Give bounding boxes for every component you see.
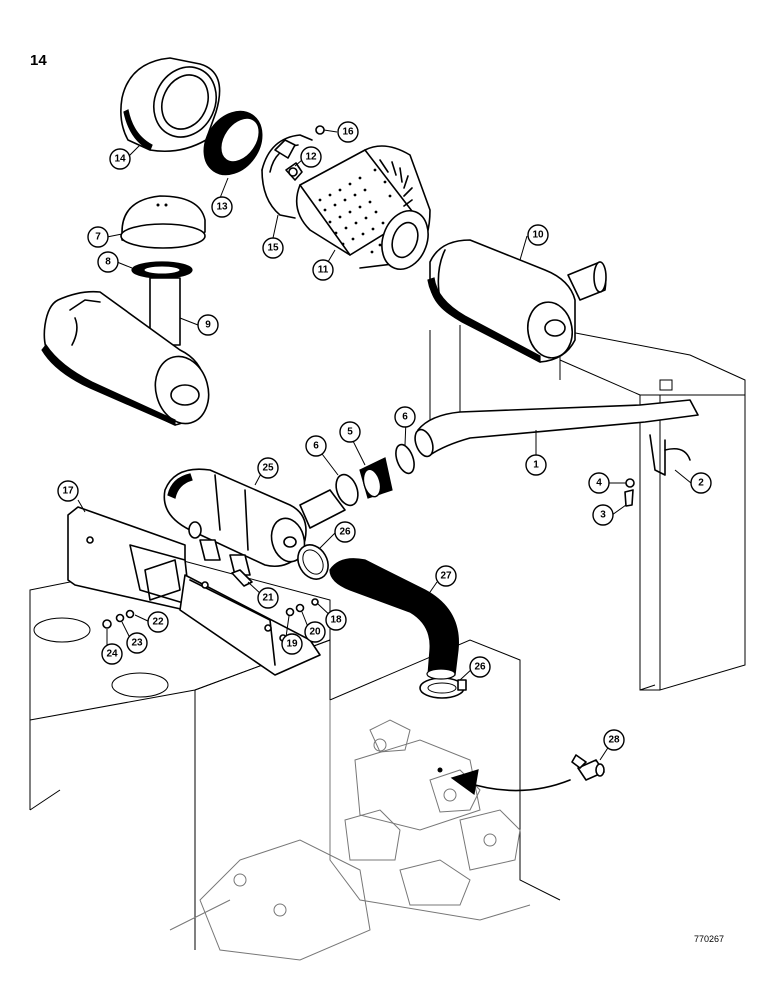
callout-23: 23 <box>126 632 148 654</box>
part-9-air-cleaner-housing <box>41 277 210 426</box>
part-15-band <box>261 134 313 219</box>
callout-22: 22 <box>147 611 169 633</box>
part-26-clamp-lower <box>419 677 467 699</box>
callout-2: 2 <box>690 472 712 494</box>
svg-text:24: 24 <box>106 649 118 660</box>
part-13-ring <box>203 110 263 176</box>
part-11-filter-element <box>295 145 431 270</box>
callout-27: 27 <box>435 565 457 587</box>
callout-6-lower: 6 <box>305 435 327 457</box>
part-19-nut <box>285 607 295 617</box>
part-6-clamp-upper <box>395 443 415 475</box>
svg-text:15: 15 <box>267 243 279 254</box>
part-6-clamp-lower <box>335 473 359 507</box>
callout-26-upper: 26 <box>334 521 356 543</box>
svg-text:7: 7 <box>95 232 101 243</box>
svg-text:2: 2 <box>698 478 704 489</box>
svg-text:17: 17 <box>62 486 74 497</box>
part-25-air-cleaner-assembly <box>163 468 346 576</box>
svg-text:3: 3 <box>600 510 606 521</box>
svg-text:5: 5 <box>347 427 353 438</box>
svg-text:21: 21 <box>262 593 274 604</box>
svg-text:16: 16 <box>342 127 354 138</box>
callout-28: 28 <box>603 729 625 751</box>
callout-20: 20 <box>304 621 326 643</box>
svg-text:10: 10 <box>532 230 544 241</box>
part-8-shield <box>131 261 193 279</box>
callout-25: 25 <box>257 457 279 479</box>
svg-text:6: 6 <box>402 412 408 423</box>
svg-text:1: 1 <box>533 460 539 471</box>
callout-26-lower: 26 <box>469 656 491 678</box>
svg-text:13: 13 <box>216 202 228 213</box>
part-4-nut <box>625 478 635 488</box>
callout-14: 14 <box>109 148 131 170</box>
figure-reference-code: 770267 <box>694 934 725 944</box>
part-3-bolt <box>624 489 634 507</box>
svg-text:28: 28 <box>608 735 620 746</box>
callout-12: 12 <box>300 146 322 168</box>
part-21-bolt <box>231 569 253 587</box>
svg-text:25: 25 <box>262 463 274 474</box>
part-22-washer <box>125 609 135 619</box>
part-5-hose <box>359 457 393 499</box>
part-1-intake-tube <box>414 399 699 458</box>
part-26-clamp-upper <box>297 544 329 580</box>
page-number: 14 <box>30 52 47 69</box>
part-18-bolt <box>311 598 319 606</box>
callout-1: 1 <box>525 454 547 476</box>
svg-text:4: 4 <box>596 478 602 489</box>
svg-text:9: 9 <box>205 320 211 331</box>
callout-21: 21 <box>257 587 279 609</box>
svg-text:8: 8 <box>105 257 111 268</box>
callout-17: 17 <box>57 480 79 502</box>
part-28-fitting <box>571 754 605 781</box>
location-arrow <box>450 769 571 796</box>
part-10-air-cleaner-body <box>427 239 607 363</box>
callout-11: 11 <box>312 259 334 281</box>
callout-9: 9 <box>197 314 219 336</box>
svg-text:20: 20 <box>309 627 321 638</box>
engine-block <box>29 559 561 961</box>
callout-24: 24 <box>101 643 123 665</box>
callout-19: 19 <box>281 633 303 655</box>
part-7-cap <box>120 195 206 249</box>
part-24-nut <box>102 619 112 629</box>
svg-text:26: 26 <box>474 662 486 673</box>
callout-6-upper: 6 <box>394 406 416 428</box>
svg-text:23: 23 <box>131 638 143 649</box>
callout-10: 10 <box>527 224 549 246</box>
frame-bracket <box>429 325 746 691</box>
callout-5: 5 <box>339 421 361 443</box>
callout-7: 7 <box>87 226 109 248</box>
part-20-washer <box>295 603 305 613</box>
svg-text:12: 12 <box>305 152 317 163</box>
svg-text:26: 26 <box>339 527 351 538</box>
leader-lines <box>77 129 692 761</box>
part-14-dust-cup <box>120 57 221 153</box>
callout-4: 4 <box>588 472 610 494</box>
svg-text:6: 6 <box>313 441 319 452</box>
callout-18: 18 <box>325 609 347 631</box>
part-12-wing-nut <box>285 162 303 181</box>
callout-16: 16 <box>337 121 359 143</box>
svg-text:14: 14 <box>114 154 126 165</box>
part-16-washer <box>315 125 325 135</box>
part-27-elbow-hose <box>329 558 459 680</box>
svg-text:22: 22 <box>152 617 164 628</box>
part-23-lockwasher <box>115 613 125 623</box>
callout-3: 3 <box>592 504 614 526</box>
svg-text:19: 19 <box>286 639 298 650</box>
part-2-bracket <box>649 434 691 476</box>
callout-13: 13 <box>211 196 233 218</box>
svg-text:18: 18 <box>330 615 342 626</box>
svg-text:27: 27 <box>440 571 452 582</box>
svg-text:11: 11 <box>318 265 329 276</box>
callout-8: 8 <box>97 251 119 273</box>
callout-15: 15 <box>262 237 284 259</box>
